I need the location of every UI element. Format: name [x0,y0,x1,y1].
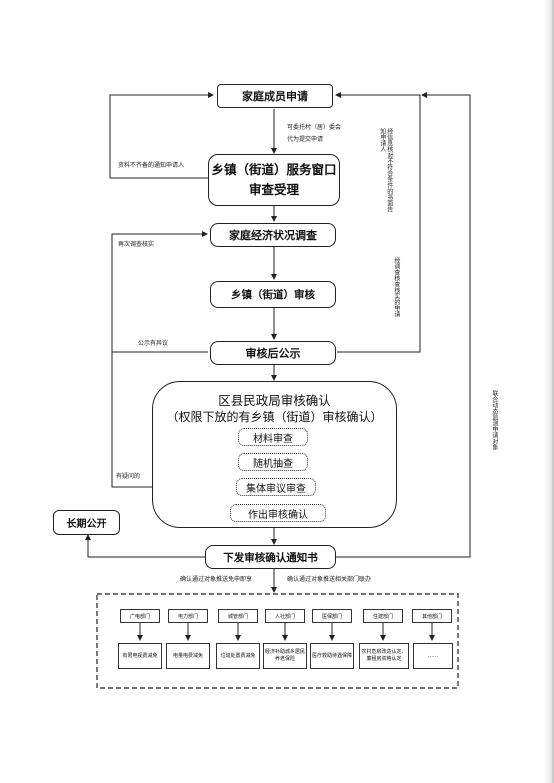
node-service-window-line1: 乡镇（街道）服务窗口 [211,162,337,177]
arrow-notmeet-loop [335,92,421,353]
result-other: …… [413,643,453,669]
result-power: 电量电费减免 [166,643,210,669]
dept-medical: 医保部门 [312,609,352,623]
label-recheck: 再次调查核实 [118,241,155,248]
node-service-window: 乡镇（街道）服务窗口 审查受理 [208,154,340,206]
dept-hr-social: 人社部门 [265,609,305,623]
node-apply: 家庭成员申请 [217,84,333,108]
step-final-confirm: 作出审核确认 [230,504,326,522]
label-entrust-line2: 代为提交申请 [287,135,324,143]
district-title-line1: 区县民政局审核确认 [218,393,331,408]
step-spot-check: 随机抽查 [238,453,308,471]
dept-housing: 住建部门 [363,609,403,623]
arrow-linkage-loop [336,92,471,558]
result-radio-tv: 有限电视费减免 [118,643,162,669]
label-linkage: 联合动态监测申请对象 [490,390,498,450]
step-collective-review: 集体审议审查 [236,478,316,496]
dept-urban-mgmt: 城管部门 [218,609,258,623]
arrow-incomplete-loop [109,92,214,179]
result-hr-social: 经济补助城乡居民养老保险 [263,643,307,669]
result-housing: 农村危房改造认定、廉租房资格认定 [359,643,409,669]
node-notice: 下发审核确认通知书 [205,545,336,569]
result-urban-mgmt: 垃圾处置费减免 [216,643,260,669]
label-entrust-line1: 可委托村（居）委会 [287,124,342,131]
district-title-line2: （权限下放的有乡镇（街道）审核确认） [166,410,383,424]
dept-radio-tv: 广电部门 [120,609,160,623]
node-publicity: 审核后公示 [210,341,336,365]
label-incomplete: 资料不齐备的通知申请人 [118,162,185,169]
label-push: 确认通过对象推送相关部门联办 [287,576,372,583]
node-long-term-public: 长期公开 [53,510,120,535]
node-economic-survey: 家庭经济状况调查 [210,223,336,247]
page-edge-shadow [544,0,554,783]
result-medical: 医疗救助待遇保障 [310,643,354,669]
dept-other: 其他部门 [412,609,452,623]
node-service-window-line2: 审查受理 [248,182,299,197]
label-not-meet: 经信息核对不符合条件的书面告知申请人 [378,128,393,212]
label-doubt: 有疑问的 [116,473,141,480]
label-objection: 公示有异议 [138,340,169,347]
label-exempt: 确认通过对象推送免申即享 [180,576,253,583]
label-finding: 经调查核查核实的申请 [392,257,400,317]
label-entrust: 可委托村（居）委会 代为提交申请 [287,124,341,143]
node-town-review: 乡镇（街道）审核 [210,281,336,308]
arrow-notice-to-longterm [85,534,205,558]
step-material-check: 材料审查 [238,428,308,446]
dept-power: 电力部门 [168,609,208,623]
